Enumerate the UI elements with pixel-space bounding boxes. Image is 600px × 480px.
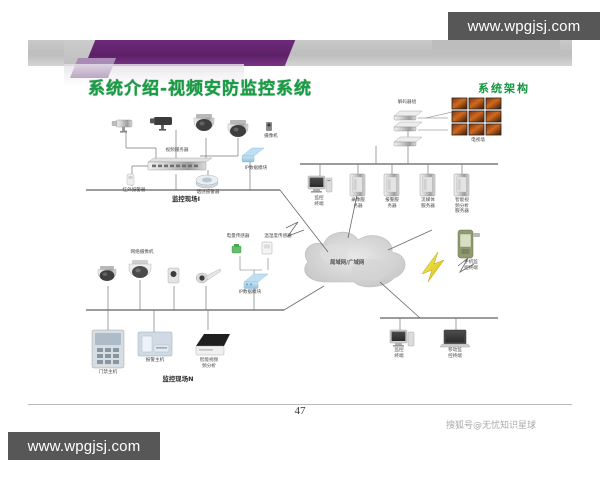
label-cloud-network: 局域网/广域网 — [330, 260, 365, 266]
label-server-4: 智能视 频分析 服务器 — [455, 198, 469, 215]
label-decoder-group: 解码器组 — [397, 100, 417, 105]
architecture-label: 系统架构 — [478, 82, 530, 95]
footer-divider — [28, 404, 572, 405]
label-power-sensor: 电量传感器 — [226, 234, 250, 239]
label-infrared-alarm: 红外报警器 — [122, 188, 146, 193]
label-network-camera: 网络摄像机 — [130, 250, 154, 255]
label-ip-data-module-top: IP数据模块 — [244, 166, 268, 171]
label-video-analysis: 智能视频 频分析 — [199, 358, 219, 369]
label-temp-humidity-sensor: 温湿度传感器 — [264, 234, 292, 239]
label-mobile-terminal: 移动监 控终端 — [448, 348, 462, 359]
diagram-vector — [86, 97, 502, 369]
watermark-bottom-left: www.wpgjsj.com — [8, 432, 160, 460]
label-server-2: 报警服 务器 — [385, 198, 399, 209]
label-smoke-alarm: 烟感报警器 — [196, 190, 220, 195]
slide-canvas: 系统介绍-视频安防监控系统 系统架构 — [28, 28, 572, 420]
label-server-0: 监控 终端 — [314, 196, 324, 207]
label-mobile-phone-terminal: 手机监 控终端 — [464, 260, 478, 271]
header-gray-strip — [432, 40, 560, 50]
system-architecture-diagram: 视频服务器 红外报警器 烟感报警器 IP数据模块 摄像机 监控现场I 网络摄像机… — [28, 90, 572, 390]
label-video-server: 视频服务器 — [165, 148, 189, 153]
label-site-bottom: 监控现场N — [162, 375, 194, 383]
watermark-top-right: www.wpgjsj.com — [448, 12, 600, 40]
label-ip-data-module-bottom: IP数据模块 — [238, 290, 262, 295]
header-fade — [64, 64, 244, 86]
label-camera: 摄像机 — [264, 134, 278, 139]
label-access-host: 门禁主机 — [98, 370, 118, 375]
label-alarm-host: 报警主机 — [145, 358, 165, 363]
label-site-top: 监控现场I — [172, 195, 200, 203]
label-server-3: 流媒体 服务器 — [421, 198, 435, 209]
label-tv-wall: 电视墙 — [471, 138, 485, 143]
sohu-watermark: 搜狐号@无忧知识星球 — [446, 421, 537, 431]
page-number: 47 — [294, 405, 306, 417]
page-title: 系统介绍-视频安防监控系统 — [88, 79, 313, 99]
label-server-1: 录像服 务器 — [351, 198, 365, 209]
label-monitor-terminal: 监控 终端 — [394, 348, 404, 359]
header-purple-banner — [84, 40, 296, 66]
